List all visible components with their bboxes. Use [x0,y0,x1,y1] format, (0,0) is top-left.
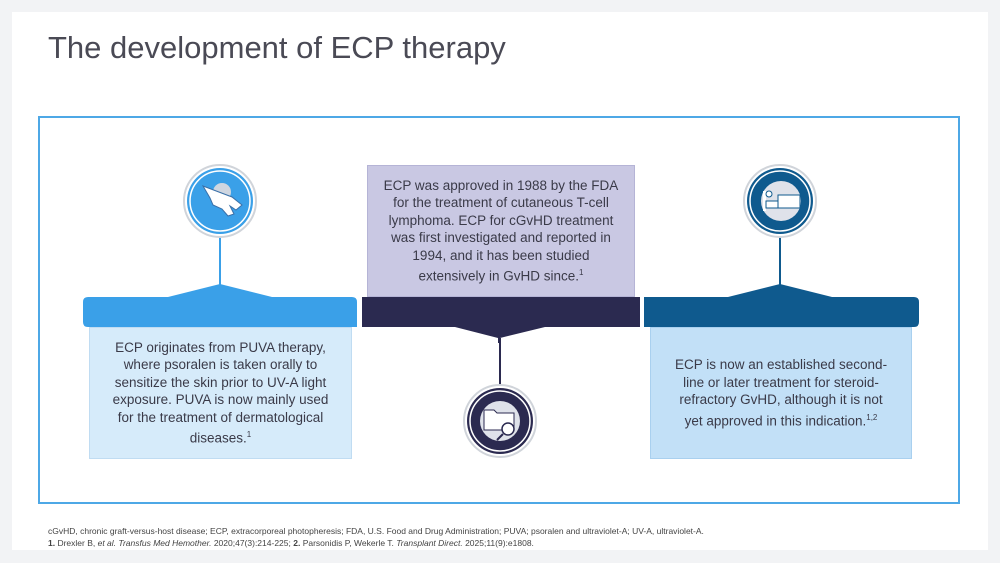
ref-2-details: 2025;11(9):e1808. [462,538,534,548]
references: 1. Drexler B, et al. Transfus Med Hemoth… [48,537,704,549]
ref-2-journal: Transplant Direct. [396,538,463,548]
bar-stage-2 [362,297,640,343]
ref-2-authors: Parsonidis P, Wekerle T. [300,538,397,548]
hospital-bed-icon [743,164,817,238]
ref-number: 1. [48,538,56,548]
ref-1-authors: Drexler B, [55,538,98,548]
stage-2-description: ECP was approved in 1988 by the FDA for … [367,165,635,297]
stage-3-text: ECP is now an established second-line or… [674,357,888,429]
timeline-frame [38,116,960,504]
folder-search-icon [463,384,537,458]
bar-stage-1 [83,284,357,327]
bar-stage-3 [644,284,919,327]
stage-2-text: ECP was approved in 1988 by the FDA for … [383,177,619,284]
footnotes: cGvHD, chronic graft-versus-host disease… [48,525,704,549]
page-title: The development of ECP therapy [48,30,506,65]
stage-1-text: ECP originates from PUVA therapy, where … [112,339,329,446]
ref-number: 2. [293,538,301,548]
abbreviations: cGvHD, chronic graft-versus-host disease… [48,526,704,536]
reference-marker: 1 [579,268,584,278]
reference-marker: 1 [246,430,252,440]
ref-1-journal: et al. Transfus Med Hemother. [97,538,212,548]
hand-uv-icon [183,164,257,238]
stage-1-description: ECP originates from PUVA therapy, where … [89,327,352,459]
ref-1-details: 2020;47(3):214-225; [211,538,294,548]
reference-marker: 1,2 [866,412,878,422]
stage-3-description: ECP is now an established second-line or… [650,327,912,459]
